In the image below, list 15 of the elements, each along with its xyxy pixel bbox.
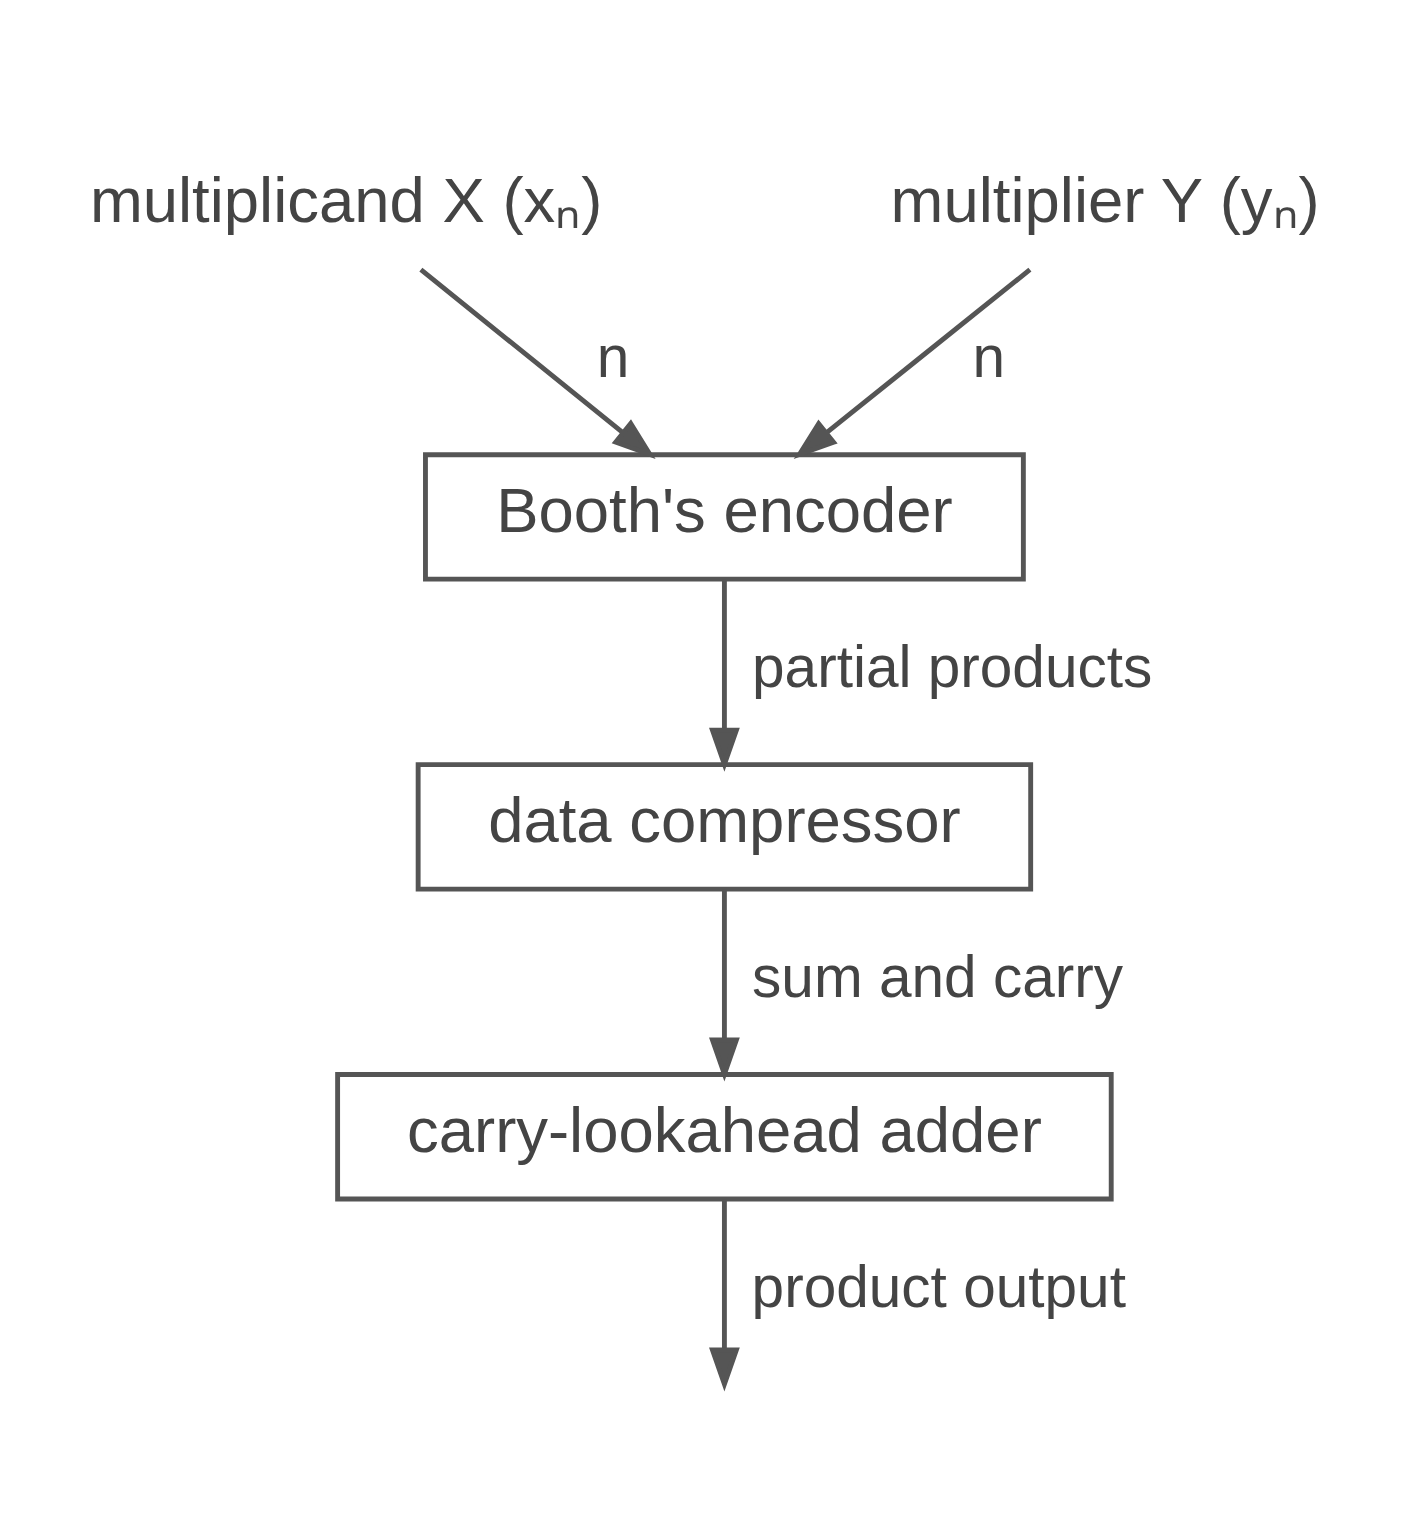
arrow — [793, 267, 1032, 459]
node-box: carry-lookahead adder — [335, 1071, 1114, 1201]
node-box: Booth's encoder — [423, 451, 1026, 582]
node-text: multiplicand X (xₙ) — [89, 164, 603, 235]
edge-label: product output — [751, 1253, 1126, 1319]
edge-label: sum and carry — [752, 943, 1123, 1009]
edge-label: n — [596, 323, 630, 389]
edge-label: n — [972, 323, 1006, 389]
node-box: data compressor — [415, 761, 1034, 892]
arrow — [709, 579, 740, 772]
edge-label: partial products — [752, 633, 1153, 699]
node-text: multiplier Y (yₙ) — [890, 164, 1320, 235]
arrow — [419, 267, 656, 459]
arrow — [709, 1198, 740, 1392]
arrow — [709, 889, 740, 1082]
